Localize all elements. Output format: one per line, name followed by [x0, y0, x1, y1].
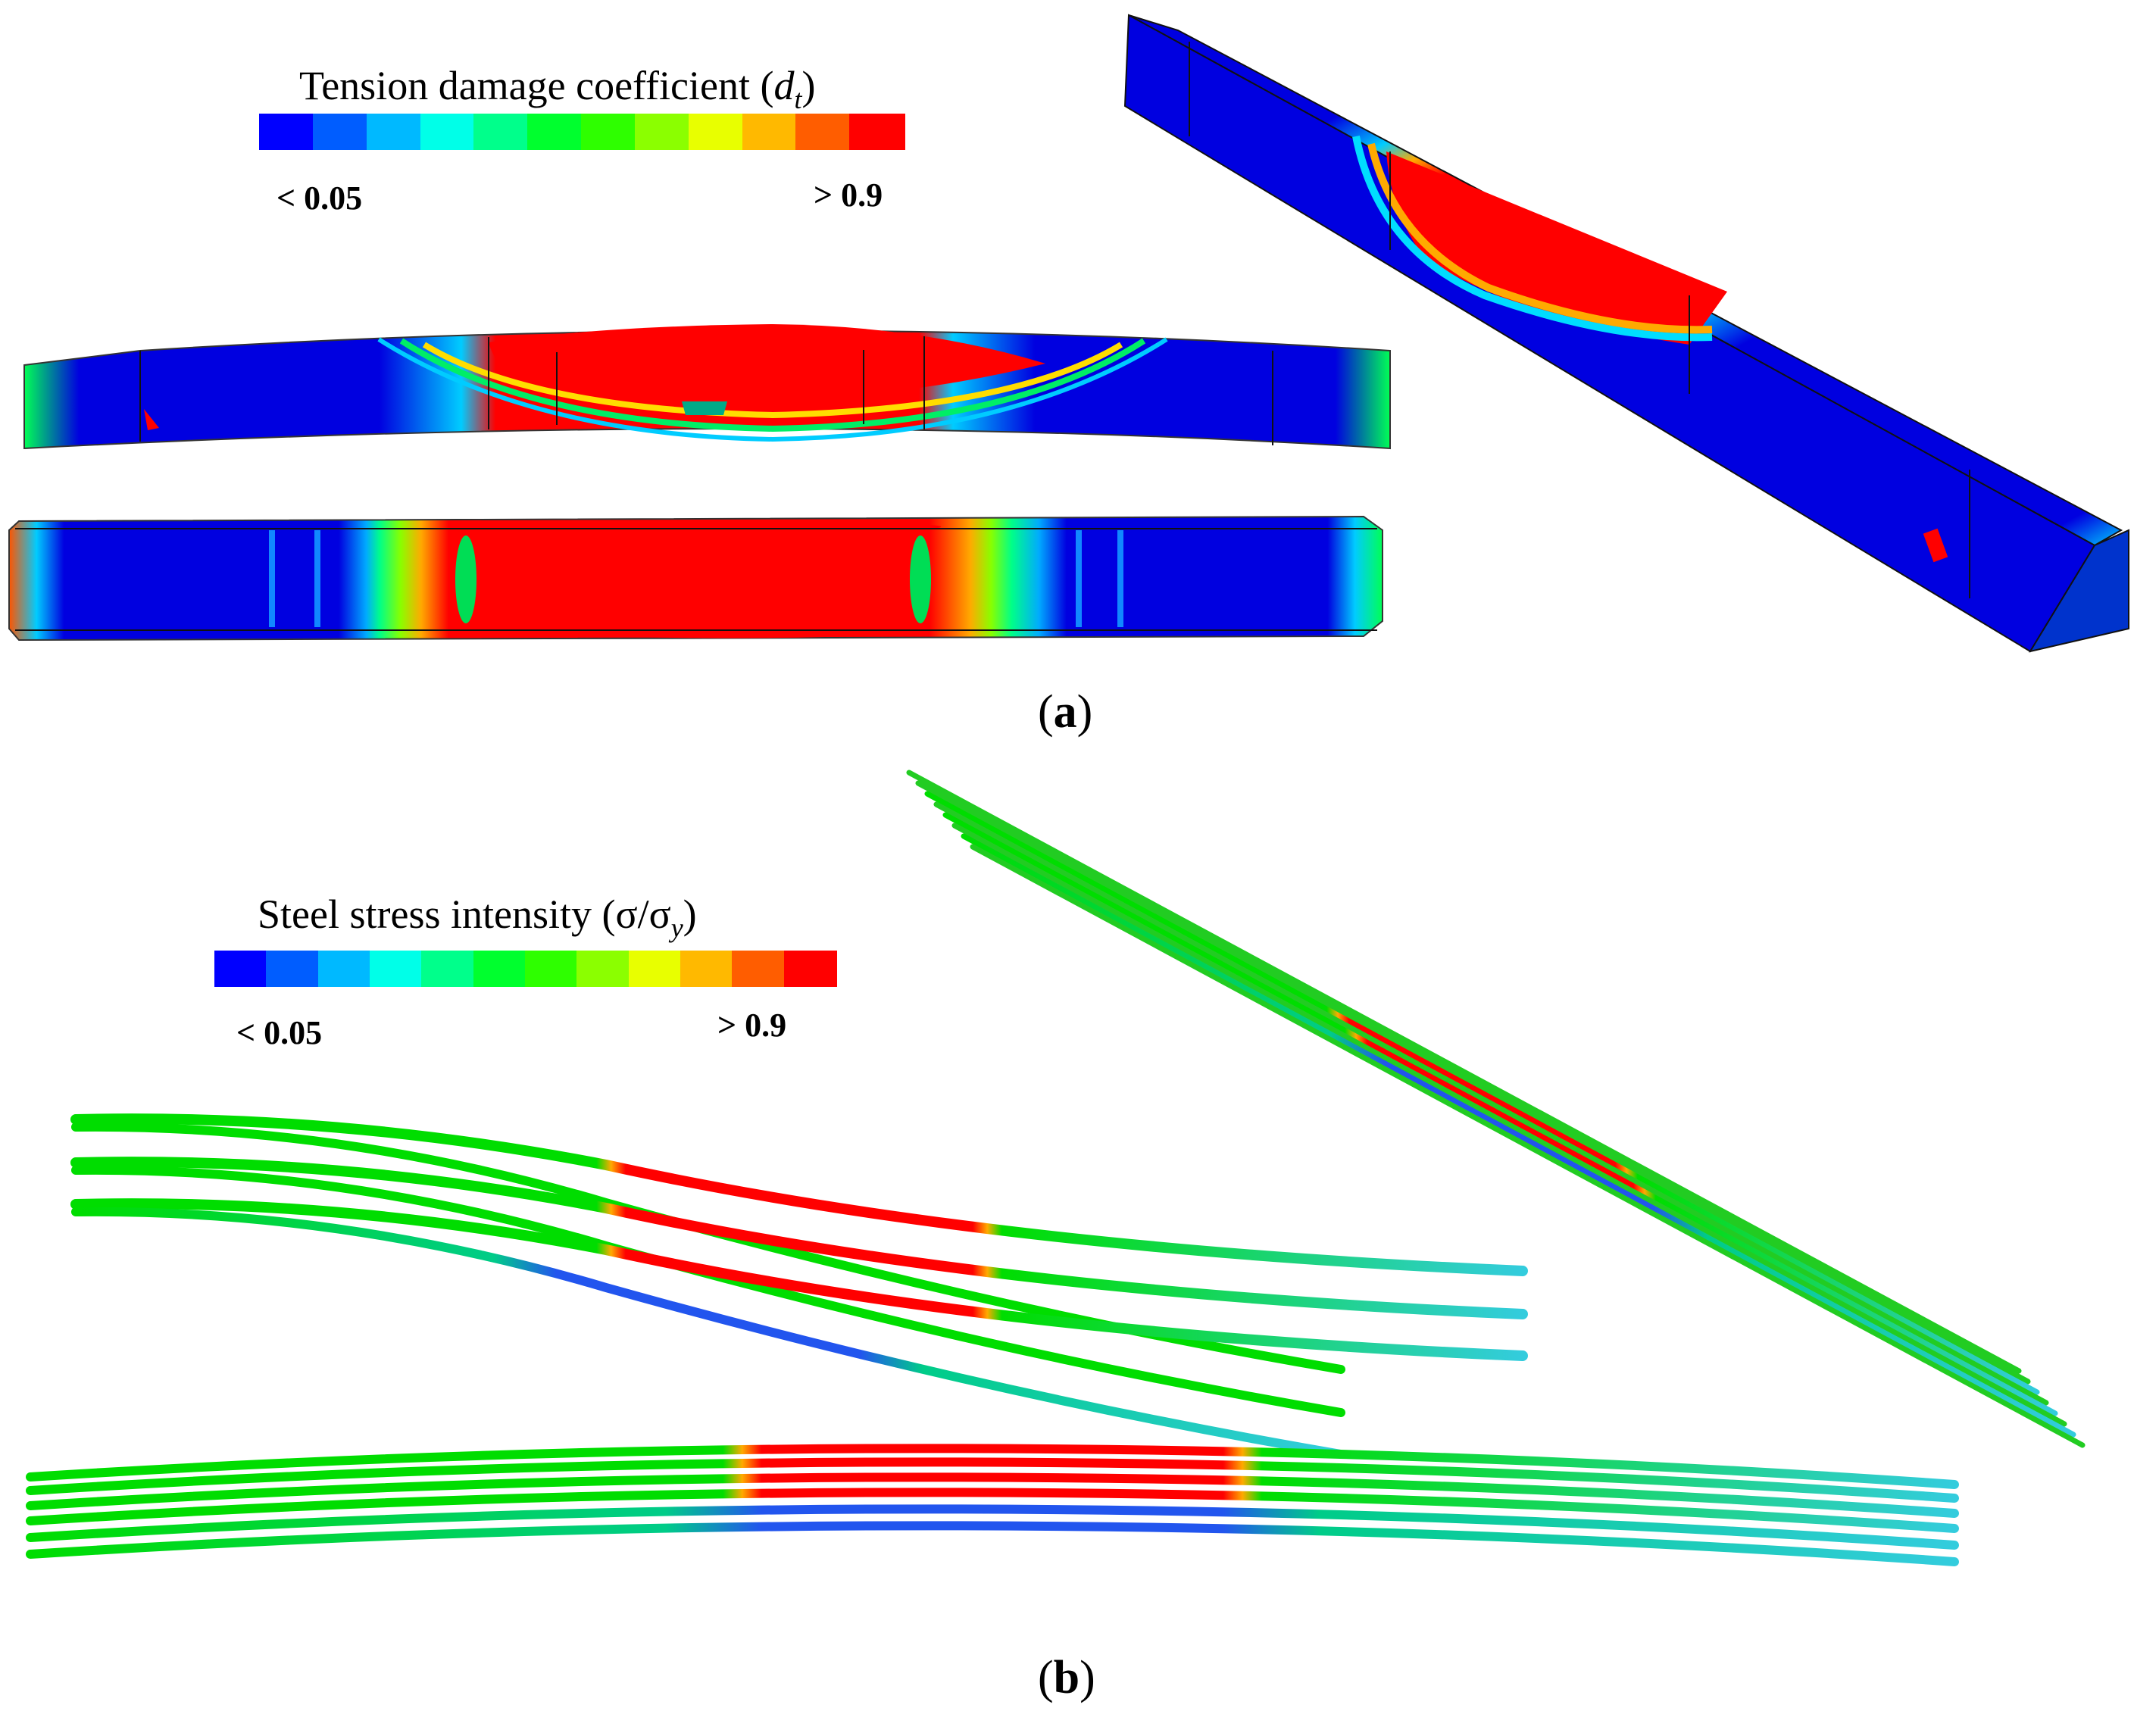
colorbar-step — [312, 114, 369, 150]
legend-a-min-label: < 0.05 — [277, 180, 363, 217]
colorbar-step — [473, 951, 527, 987]
colorbar-step — [783, 951, 838, 987]
beam-bottom-view — [8, 515, 1383, 642]
beam-side-damage-fringe — [422, 342, 1123, 419]
colorbar-step — [742, 114, 798, 150]
rebar-bottom — [71, 1207, 1345, 1459]
beam-isometric-view — [1123, 14, 2129, 653]
colorbar-step — [259, 114, 315, 150]
colorbar-step — [366, 114, 423, 150]
legend-b-max-label: > 0.9 — [717, 1007, 787, 1044]
legend-a-title: Tension damage coefficient (dt) — [299, 63, 816, 114]
beam-iso-end-face — [2028, 529, 2129, 653]
rebar-diagonal — [915, 780, 2031, 1385]
colorbar-step — [628, 951, 683, 987]
rebar-cage-perspective — [70, 1113, 1528, 1459]
colorbar-a — [259, 114, 905, 150]
colorbar-step — [473, 114, 530, 150]
beam-bottom-red-zone — [466, 523, 942, 639]
rebar-flat — [26, 1472, 1959, 1518]
rebar-top — [70, 1198, 1528, 1361]
rebar-diagonal — [961, 833, 2076, 1438]
colorbar-step — [732, 951, 786, 987]
rebar-flat — [26, 1457, 1959, 1503]
rebar-diagonal — [951, 823, 2067, 1427]
beam-side-view — [23, 324, 1391, 450]
rebar-flat — [26, 1504, 1959, 1550]
colorbar-step — [420, 114, 476, 150]
colorbar-step — [266, 951, 320, 987]
legend-a-max-label: > 0.9 — [814, 176, 883, 214]
colorbar-step — [576, 951, 631, 987]
colorbar-step — [370, 951, 423, 987]
rebar-bundle-isometric — [906, 770, 2086, 1448]
rebar-diagonal — [906, 770, 2022, 1374]
rebar-diagonal — [970, 844, 2086, 1448]
rebar-flat — [26, 1488, 1959, 1533]
colorbar-step — [849, 114, 905, 150]
legend-b-title: Steel stress intensity (σ/σy) — [258, 891, 697, 943]
panel-label-b: (b) — [1038, 1652, 1095, 1703]
rebar-diagonal — [924, 791, 2040, 1395]
rebar-diagonal — [942, 812, 2058, 1416]
colorbar-step — [795, 114, 851, 150]
colorbar-step — [214, 951, 268, 987]
colorbar-step — [421, 951, 476, 987]
colorbar-step — [634, 114, 691, 150]
legend-b-min-label: < 0.05 — [236, 1014, 323, 1051]
rebar-flat — [26, 1521, 1959, 1566]
colorbar-step — [680, 951, 734, 987]
rebar-top — [70, 1113, 1528, 1276]
rebar-cage-elevation — [26, 1444, 1959, 1566]
rebar-diagonal — [933, 801, 2049, 1406]
beam-side-red-zone — [489, 324, 1045, 398]
colorbar-step — [525, 951, 579, 987]
panel-label-a: (a) — [1038, 686, 1093, 738]
colorbar-step — [581, 114, 637, 150]
colorbar-b — [214, 951, 838, 987]
beam-iso-red-zone — [1386, 151, 1727, 345]
rebar-top — [70, 1157, 1528, 1319]
colorbar-step — [317, 951, 372, 987]
rebar-flat — [26, 1444, 1959, 1489]
colorbar-step — [688, 114, 745, 150]
colorbar-step — [527, 114, 583, 150]
